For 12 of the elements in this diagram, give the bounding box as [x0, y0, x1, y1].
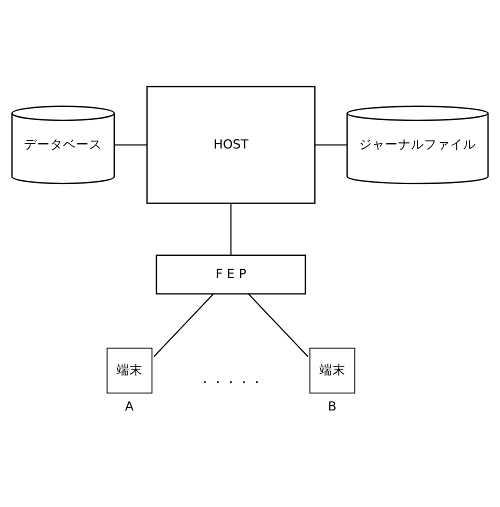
- node-box: HOST: [146, 86, 316, 204]
- connector: [315, 144, 347, 146]
- node-box: 端末: [106, 348, 152, 394]
- label: ・・・・・: [198, 374, 264, 390]
- connector: [248, 294, 308, 358]
- node-label: A: [125, 398, 134, 414]
- connector: [153, 294, 214, 358]
- node-box: F E P: [156, 254, 306, 295]
- node-label: B: [328, 398, 336, 414]
- connector: [114, 144, 147, 146]
- node-box: 端末: [309, 348, 356, 394]
- connector: [230, 203, 232, 256]
